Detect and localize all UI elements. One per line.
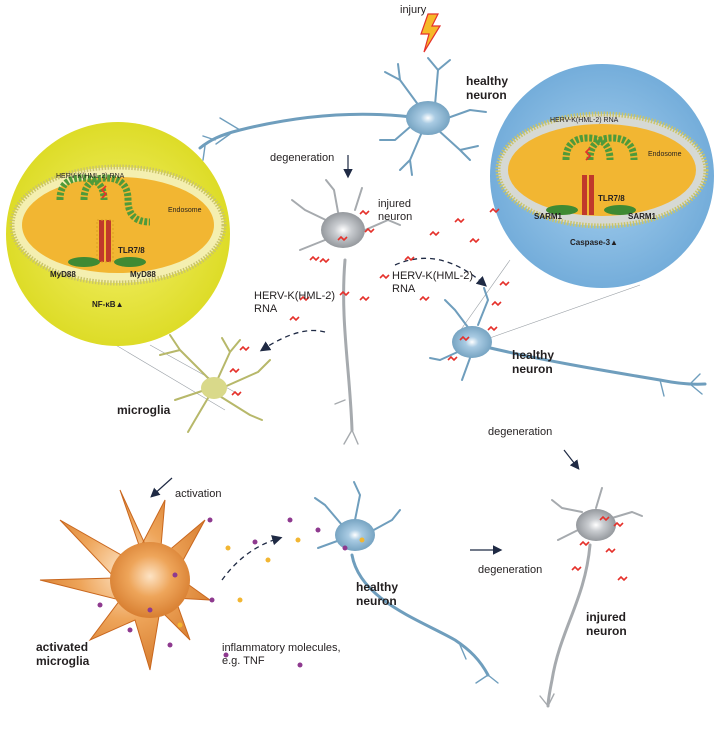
arrow-activation <box>150 477 173 498</box>
inset-right-output: Caspase-3▲ <box>570 238 618 248</box>
microglia-resting <box>159 334 271 433</box>
label-injury: injury <box>400 4 427 16</box>
label-healthy-neuron-top: healthy neuron <box>466 74 509 102</box>
dashed-arrow-icon <box>221 535 283 581</box>
label-activated-microglia: activated microglia <box>36 640 90 668</box>
lightning-icon <box>420 13 442 53</box>
neuron-healthy-top <box>198 57 487 176</box>
microglia-activated <box>39 489 212 671</box>
dashed-arrow-icon <box>394 257 487 287</box>
neuron-healthy-middle <box>314 481 499 684</box>
rna-squiggle-icon <box>229 207 628 582</box>
label-activation: activation <box>175 488 222 500</box>
inflammatory-molecules <box>97 517 365 668</box>
inset-left-endosome: Endosome <box>168 207 202 214</box>
label-herv-rna-left: HERV-K(HML-2) RNA <box>254 290 336 315</box>
inset-left-adapter-left: MyD88 <box>50 270 76 279</box>
up-arrow-icon: ▲ <box>115 300 124 309</box>
label-healthy-neuron-middle: healthy neuron <box>356 580 399 608</box>
neuron-healthy-middle-soma <box>335 519 375 551</box>
neuron-healthy-right <box>429 287 707 397</box>
inset-right-rna-label: HERV-K(HML-2) RNA <box>550 117 619 124</box>
inset-left-rna-label: HERV-K(HML-2) RNA <box>56 173 125 180</box>
neuron-injured-top-soma <box>321 212 365 248</box>
inset-left-adapter-right: MyD88 <box>130 270 156 279</box>
inset-right-receptor: TLR7/8 <box>598 194 625 203</box>
inset-right-circle <box>454 64 714 346</box>
microglia-resting-body <box>201 377 227 399</box>
label-degeneration-3: degeneration <box>478 564 543 576</box>
label-injured-neuron-top: injured neuron <box>378 198 413 223</box>
label-degeneration-2: degeneration <box>488 426 553 438</box>
label-herv-rna-right: HERV-K(HML-2) RNA <box>392 270 474 295</box>
arrow-degeneration-2 <box>563 449 580 470</box>
neuron-injured-bottom-soma <box>576 509 616 541</box>
inset-right-endosome: Endosome <box>648 151 682 158</box>
inset-right-output-text: Caspase-3 <box>570 238 611 247</box>
inset-left-output-text: NF-κB <box>92 300 116 309</box>
label-degeneration-1: degeneration <box>270 152 335 164</box>
inset-left-receptor: TLR7/8 <box>118 246 145 255</box>
tlr-receptor-right-icon <box>562 134 638 215</box>
neuron-injured-top <box>291 179 401 445</box>
label-healthy-neuron-right: healthy neuron <box>512 348 555 376</box>
neuron-healthy-right-soma <box>452 326 492 358</box>
neuron-healthy-top-soma <box>406 101 450 135</box>
inset-left-output: NF-κB▲ <box>92 300 124 310</box>
dashed-arrow-icon <box>259 329 326 352</box>
inset-right-adapter-right: SARM1 <box>628 212 657 221</box>
inset-left-circle <box>6 122 241 411</box>
up-arrow-icon: ▲ <box>610 238 618 247</box>
neuron-injured-bottom <box>539 487 643 708</box>
label-microglia: microglia <box>117 403 171 417</box>
label-injured-neuron-bottom: injured neuron <box>586 610 627 638</box>
inset-right-adapter-left: SARM1 <box>534 212 563 221</box>
label-inflammatory-molecules: inflammatory molecules, e.g. TNF <box>222 642 341 667</box>
